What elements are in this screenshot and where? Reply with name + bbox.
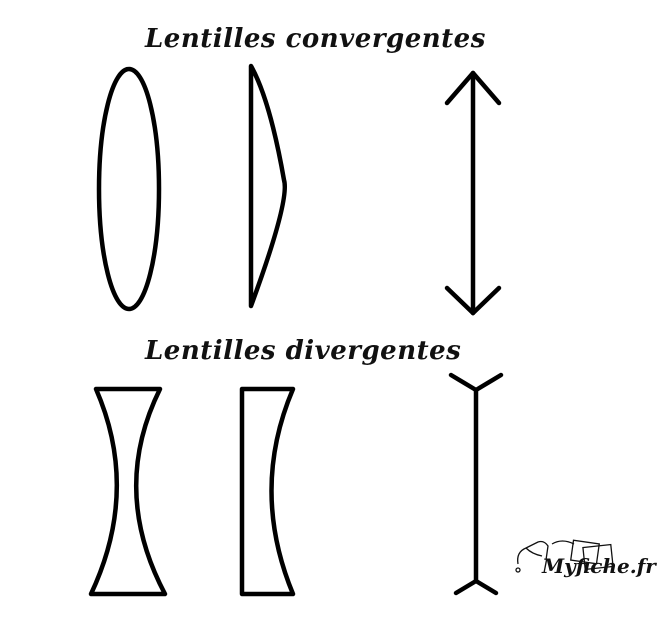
plano-concave-lens — [239, 386, 296, 597]
divergent-lenses-title: Lentilles divergentes — [145, 336, 462, 366]
logo-graphic — [515, 539, 614, 573]
convergent-lens-symbol — [444, 70, 502, 316]
logo-text: Myfiche.fr — [542, 554, 656, 578]
convergent-lenses-title: Lentilles convergentes — [145, 24, 486, 54]
biconvex-lens — [96, 66, 162, 312]
myfiche-logo: Myfiche.fr — [512, 534, 656, 594]
plano-convex-lens — [248, 63, 287, 309]
biconcave-lens — [88, 386, 168, 597]
divergent-lens-symbol — [448, 372, 504, 596]
